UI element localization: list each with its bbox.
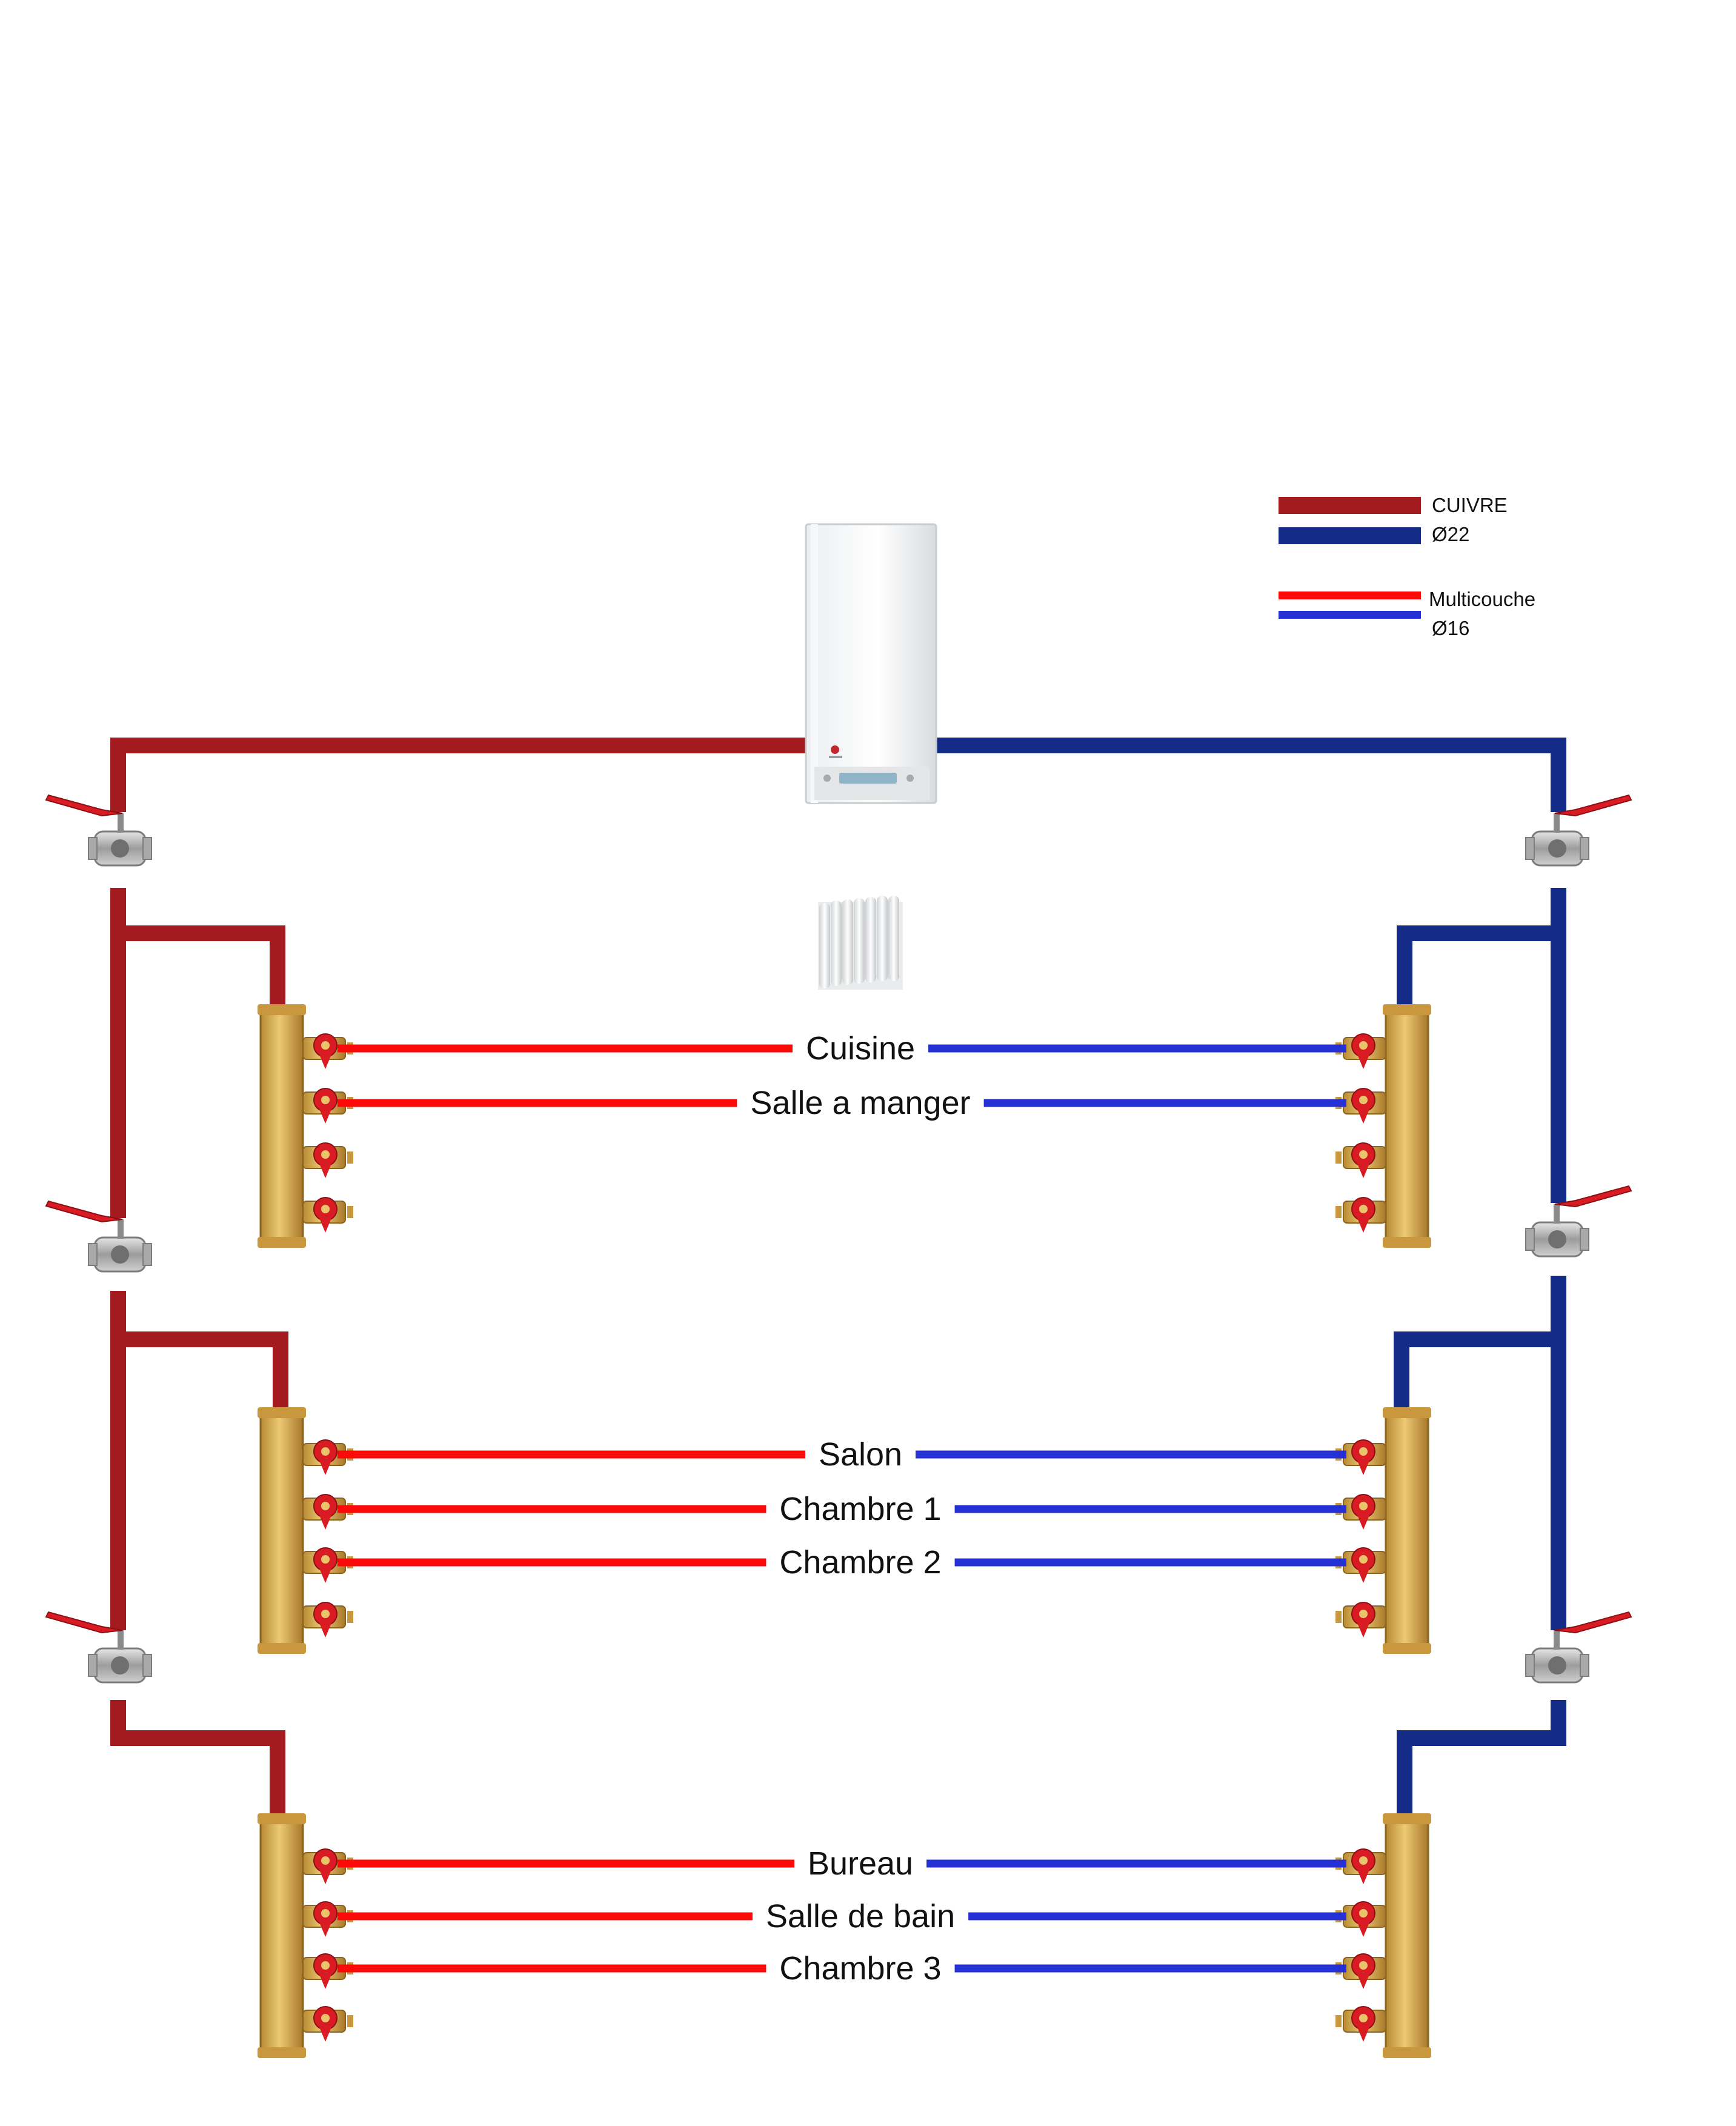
ball-valve-icon	[1525, 1185, 1632, 1258]
copper-return-trunk	[927, 738, 1566, 1818]
brass-manifold-icon	[258, 1004, 353, 1248]
room-label: Bureau	[808, 1845, 913, 1882]
wall-boiler-icon	[805, 523, 937, 804]
legend-copper-diameter: Ø22	[1432, 523, 1469, 545]
legend: CUIVRE Ø22 Multicouche Ø16	[1279, 494, 1535, 639]
ball-valve-icon	[1525, 1611, 1632, 1684]
legend-multilayer-return-swatch	[1279, 611, 1421, 619]
ball-valve-icon	[1525, 794, 1632, 867]
brass-manifold-icon	[1335, 1004, 1431, 1248]
brass-manifold-icon	[258, 1407, 353, 1654]
brass-manifold-icon	[258, 1813, 353, 2058]
room-label: Salon	[819, 1436, 902, 1473]
copper-supply-trunk	[110, 738, 806, 1818]
room-label: Cuisine	[806, 1030, 915, 1067]
brass-manifold-icon	[1335, 1407, 1431, 1654]
legend-copper-label: CUIVRE	[1432, 494, 1508, 516]
legend-copper-return-swatch	[1279, 527, 1421, 544]
legend-multilayer-diameter: Ø16	[1432, 617, 1469, 639]
room-label: Salle a manger	[750, 1085, 970, 1121]
radiator-icon	[818, 896, 903, 990]
ball-valve-icon	[45, 1200, 152, 1273]
legend-multilayer-supply-swatch	[1279, 591, 1421, 599]
legend-copper-supply-swatch	[1279, 497, 1421, 514]
room-label: Chambre 1	[779, 1491, 941, 1527]
ball-valve-icon	[45, 794, 152, 867]
ball-valve-icon	[45, 1611, 152, 1684]
room-label: Salle de bain	[766, 1898, 955, 1934]
room-label: Chambre 2	[779, 1544, 941, 1581]
brass-manifold-icon	[1335, 1813, 1431, 2058]
room-label: Chambre 3	[779, 1950, 941, 1987]
legend-multilayer-label: Multicouche	[1429, 588, 1535, 610]
